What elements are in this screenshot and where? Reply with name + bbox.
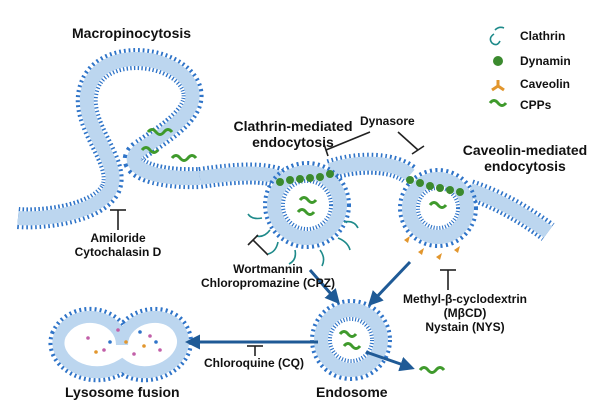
legend-dynamin: Dynamin bbox=[520, 54, 571, 68]
inhibitor-mbcd-abbrev: (MβCD) bbox=[443, 306, 487, 320]
inhibitor-wortmannin: Wortmannin bbox=[233, 262, 303, 276]
arrow-endosome-escape bbox=[365, 350, 415, 372]
plasma-membrane bbox=[198, 152, 555, 241]
dynamin-icon bbox=[493, 56, 503, 66]
pathway-arrows bbox=[185, 260, 415, 372]
caveolae bbox=[398, 168, 478, 260]
inhibitor-macropinocytosis: Amiloride Cytochalasin D bbox=[62, 231, 174, 259]
inhibitor-cytochalasin: Cytochalasin D bbox=[74, 245, 162, 259]
inhibition-markers bbox=[110, 131, 456, 356]
escaped-cpp bbox=[418, 366, 446, 374]
macropinocytosis-membrane bbox=[17, 48, 204, 230]
endosome-vesicle bbox=[310, 299, 392, 381]
title-clathrin-mediated: Clathrin-mediated endocytosis bbox=[230, 118, 356, 150]
inhibitor-amiloride: Amiloride bbox=[90, 231, 146, 245]
title-lysosome-fusion: Lysosome fusion bbox=[65, 384, 180, 400]
inhibitor-nys: Nystain (NYS) bbox=[425, 320, 505, 334]
arrow-caveolin-to-endosome bbox=[367, 260, 412, 307]
cpp-icon bbox=[488, 99, 508, 107]
arrow-clathrin-to-endosome bbox=[308, 269, 340, 305]
inhibitor-mbcd: Methyl-β-cyclodextrin bbox=[402, 292, 527, 306]
legend-clathrin: Clathrin bbox=[520, 29, 566, 43]
macropinocytosis-cpps bbox=[140, 128, 198, 162]
lysosome-fusion-body bbox=[48, 307, 193, 383]
title-macropinocytosis: Macropinocytosis bbox=[72, 25, 192, 41]
caveolin-icon bbox=[491, 80, 505, 92]
title-endosome: Endosome bbox=[316, 384, 388, 400]
inhibitor-cpz: Chloropromazine (CPZ) bbox=[201, 276, 335, 290]
title-clathrin-line1: Clathrin-mediated bbox=[233, 118, 353, 134]
legend-caveolin: Caveolin bbox=[520, 77, 571, 91]
clathrin-coated-pit bbox=[247, 161, 359, 267]
inhibitor-chloroquine: Chloroquine (CQ) bbox=[204, 356, 304, 370]
legend-cpps: CPPs bbox=[520, 98, 552, 112]
title-caveolin-mediated: Caveolin-mediated endocytosis bbox=[460, 142, 590, 174]
title-clathrin-line2: endocytosis bbox=[252, 134, 334, 150]
title-caveolin-line1: Caveolin-mediated bbox=[462, 142, 588, 158]
inhibitor-dynasore: Dynasore bbox=[360, 114, 415, 128]
inhibitor-caveolin: Methyl-β-cyclodextrin (MβCD) Nystain (NY… bbox=[400, 292, 530, 334]
inhibitor-clathrin: Wortmannin Chloropromazine (CPZ) bbox=[198, 262, 338, 290]
clathrin-icon bbox=[489, 26, 505, 46]
dynamin-beads bbox=[276, 170, 464, 196]
title-caveolin-line2: endocytosis bbox=[484, 158, 566, 174]
legend-icons bbox=[488, 26, 508, 107]
